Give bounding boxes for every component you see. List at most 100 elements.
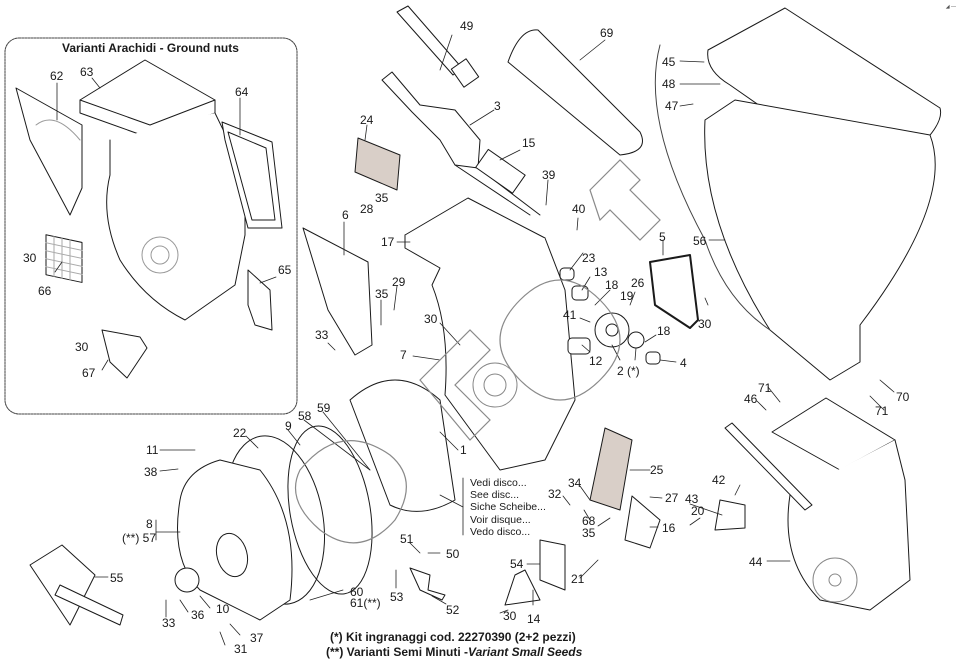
callout-14[interactable]: 14	[527, 612, 541, 626]
callout-1[interactable]: 1	[460, 443, 467, 457]
callout-28[interactable]: 28	[360, 202, 374, 216]
callout-18-top[interactable]: 18	[605, 278, 619, 292]
callout-59[interactable]: 59	[317, 401, 331, 415]
callout-65[interactable]: 65	[278, 263, 292, 277]
callout-33-mid[interactable]: 33	[315, 328, 329, 342]
callout-67[interactable]: 67	[82, 366, 96, 380]
callout-33-bottom[interactable]: 33	[162, 616, 176, 630]
part-67-cover	[101, 329, 148, 379]
callout-69[interactable]: 69	[600, 26, 614, 40]
callout-32[interactable]: 32	[548, 487, 562, 501]
see-disc-line-en: See disc...	[470, 489, 520, 502]
callout-30-bottom[interactable]: 30	[503, 609, 517, 623]
callout-17[interactable]: 17	[381, 235, 395, 249]
callout-10[interactable]: 10	[216, 602, 230, 616]
callout-30-inset-a[interactable]: 30	[23, 251, 37, 265]
part-69-cylinder	[507, 29, 643, 156]
callout-41[interactable]: 41	[563, 308, 577, 322]
callout-40[interactable]: 40	[572, 202, 586, 216]
callout-21[interactable]: 21	[571, 572, 585, 586]
callout-22[interactable]: 22	[233, 426, 247, 440]
part-56-hopper	[704, 99, 936, 381]
see-disc-line-de: Siche Scheibe...	[470, 501, 546, 514]
callout-23[interactable]: 23	[582, 251, 596, 265]
callout-2[interactable]: 2 (*)	[617, 364, 640, 378]
callout-35-top[interactable]: 35	[375, 191, 389, 205]
part-13-bush	[571, 285, 589, 301]
callout-4[interactable]: 4	[680, 356, 687, 370]
callout-27[interactable]: 27	[665, 491, 679, 505]
callout-46[interactable]: 46	[744, 392, 758, 406]
callout-60[interactable]: 60	[350, 585, 364, 599]
callout-49[interactable]: 49	[460, 19, 474, 33]
footnote-gear-kit: (*) Kit ingranaggi cod. 22270390 (2+2 pe…	[330, 630, 576, 644]
callout-42[interactable]: 42	[712, 473, 726, 487]
part-54-plate	[539, 539, 566, 591]
callout-6[interactable]: 6	[342, 208, 349, 222]
part-2-gear-small	[627, 331, 645, 349]
callout-24[interactable]: 24	[360, 113, 374, 127]
callout-55[interactable]: 55	[110, 571, 124, 585]
callout-16[interactable]: 16	[662, 521, 676, 535]
callout-58[interactable]: 58	[298, 409, 312, 423]
callout-29[interactable]: 29	[392, 275, 406, 289]
callout-35-bottom[interactable]: 35	[582, 526, 596, 540]
callout-19[interactable]: 19	[620, 289, 634, 303]
callout-20[interactable]: 20	[691, 504, 705, 518]
corner-mark-icon: ◢ —	[945, 4, 956, 10]
callout-61[interactable]: 61(**)	[350, 596, 381, 610]
part-9-ring	[287, 425, 373, 595]
callout-54[interactable]: 54	[510, 557, 524, 571]
callout-31[interactable]: 31	[234, 642, 248, 656]
part-55-bracket	[29, 544, 96, 626]
callout-64[interactable]: 64	[235, 85, 249, 99]
callout-37[interactable]: 37	[250, 631, 264, 645]
part-65-deflector	[247, 269, 273, 331]
callout-53[interactable]: 53	[390, 590, 404, 604]
callout-62[interactable]: 62	[50, 69, 64, 83]
callout-43[interactable]: 43	[685, 492, 699, 506]
callout-30-mid[interactable]: 30	[424, 312, 438, 326]
callout-18-bottom[interactable]: 18	[657, 324, 671, 338]
callout-30-inset-b[interactable]: 30	[75, 340, 89, 354]
callout-51[interactable]: 51	[400, 532, 414, 546]
callout-38[interactable]: 38	[144, 465, 158, 479]
callout-3[interactable]: 3	[494, 99, 501, 113]
callout-13[interactable]: 13	[594, 265, 608, 279]
callout-39[interactable]: 39	[542, 168, 556, 182]
callout-47[interactable]: 47	[665, 99, 679, 113]
inset-title: Varianti Arachidi - Ground nuts	[62, 41, 239, 55]
callout-30-right[interactable]: 30	[698, 317, 712, 331]
callout-71-left[interactable]: 71	[758, 381, 772, 395]
callout-25[interactable]: 25	[650, 463, 664, 477]
callout-11[interactable]: 11	[146, 443, 159, 457]
part-25-mesh	[589, 427, 633, 511]
callout-36[interactable]: 36	[191, 608, 205, 622]
callout-34[interactable]: 34	[568, 476, 582, 490]
callout-57[interactable]: (**) 57	[122, 531, 157, 545]
callout-52[interactable]: 52	[446, 603, 460, 617]
see-disc-line-it: Vedi disco...	[470, 477, 527, 489]
part-66-mesh	[45, 234, 83, 283]
callout-7[interactable]: 7	[400, 348, 407, 362]
callout-68[interactable]: 68	[582, 514, 596, 528]
callout-44[interactable]: 44	[749, 555, 763, 569]
callout-48[interactable]: 48	[662, 77, 676, 91]
callout-35-mid[interactable]: 35	[375, 287, 389, 301]
callout-15[interactable]: 15	[522, 136, 536, 150]
callout-5[interactable]: 5	[659, 230, 666, 244]
callout-9[interactable]: 9	[285, 419, 292, 433]
callout-12[interactable]: 12	[589, 354, 603, 368]
callout-50[interactable]: 50	[446, 547, 460, 561]
callout-26[interactable]: 26	[631, 276, 645, 290]
callout-63[interactable]: 63	[80, 65, 94, 79]
watermark	[294, 159, 661, 544]
callout-45[interactable]: 45	[662, 55, 676, 69]
callout-71-right[interactable]: 71	[875, 404, 889, 418]
callout-66[interactable]: 66	[38, 284, 52, 298]
callout-56[interactable]: 56	[693, 234, 707, 248]
inset-frame	[4, 37, 298, 415]
callout-70[interactable]: 70	[896, 390, 910, 404]
callout-8[interactable]: 8	[146, 517, 153, 531]
